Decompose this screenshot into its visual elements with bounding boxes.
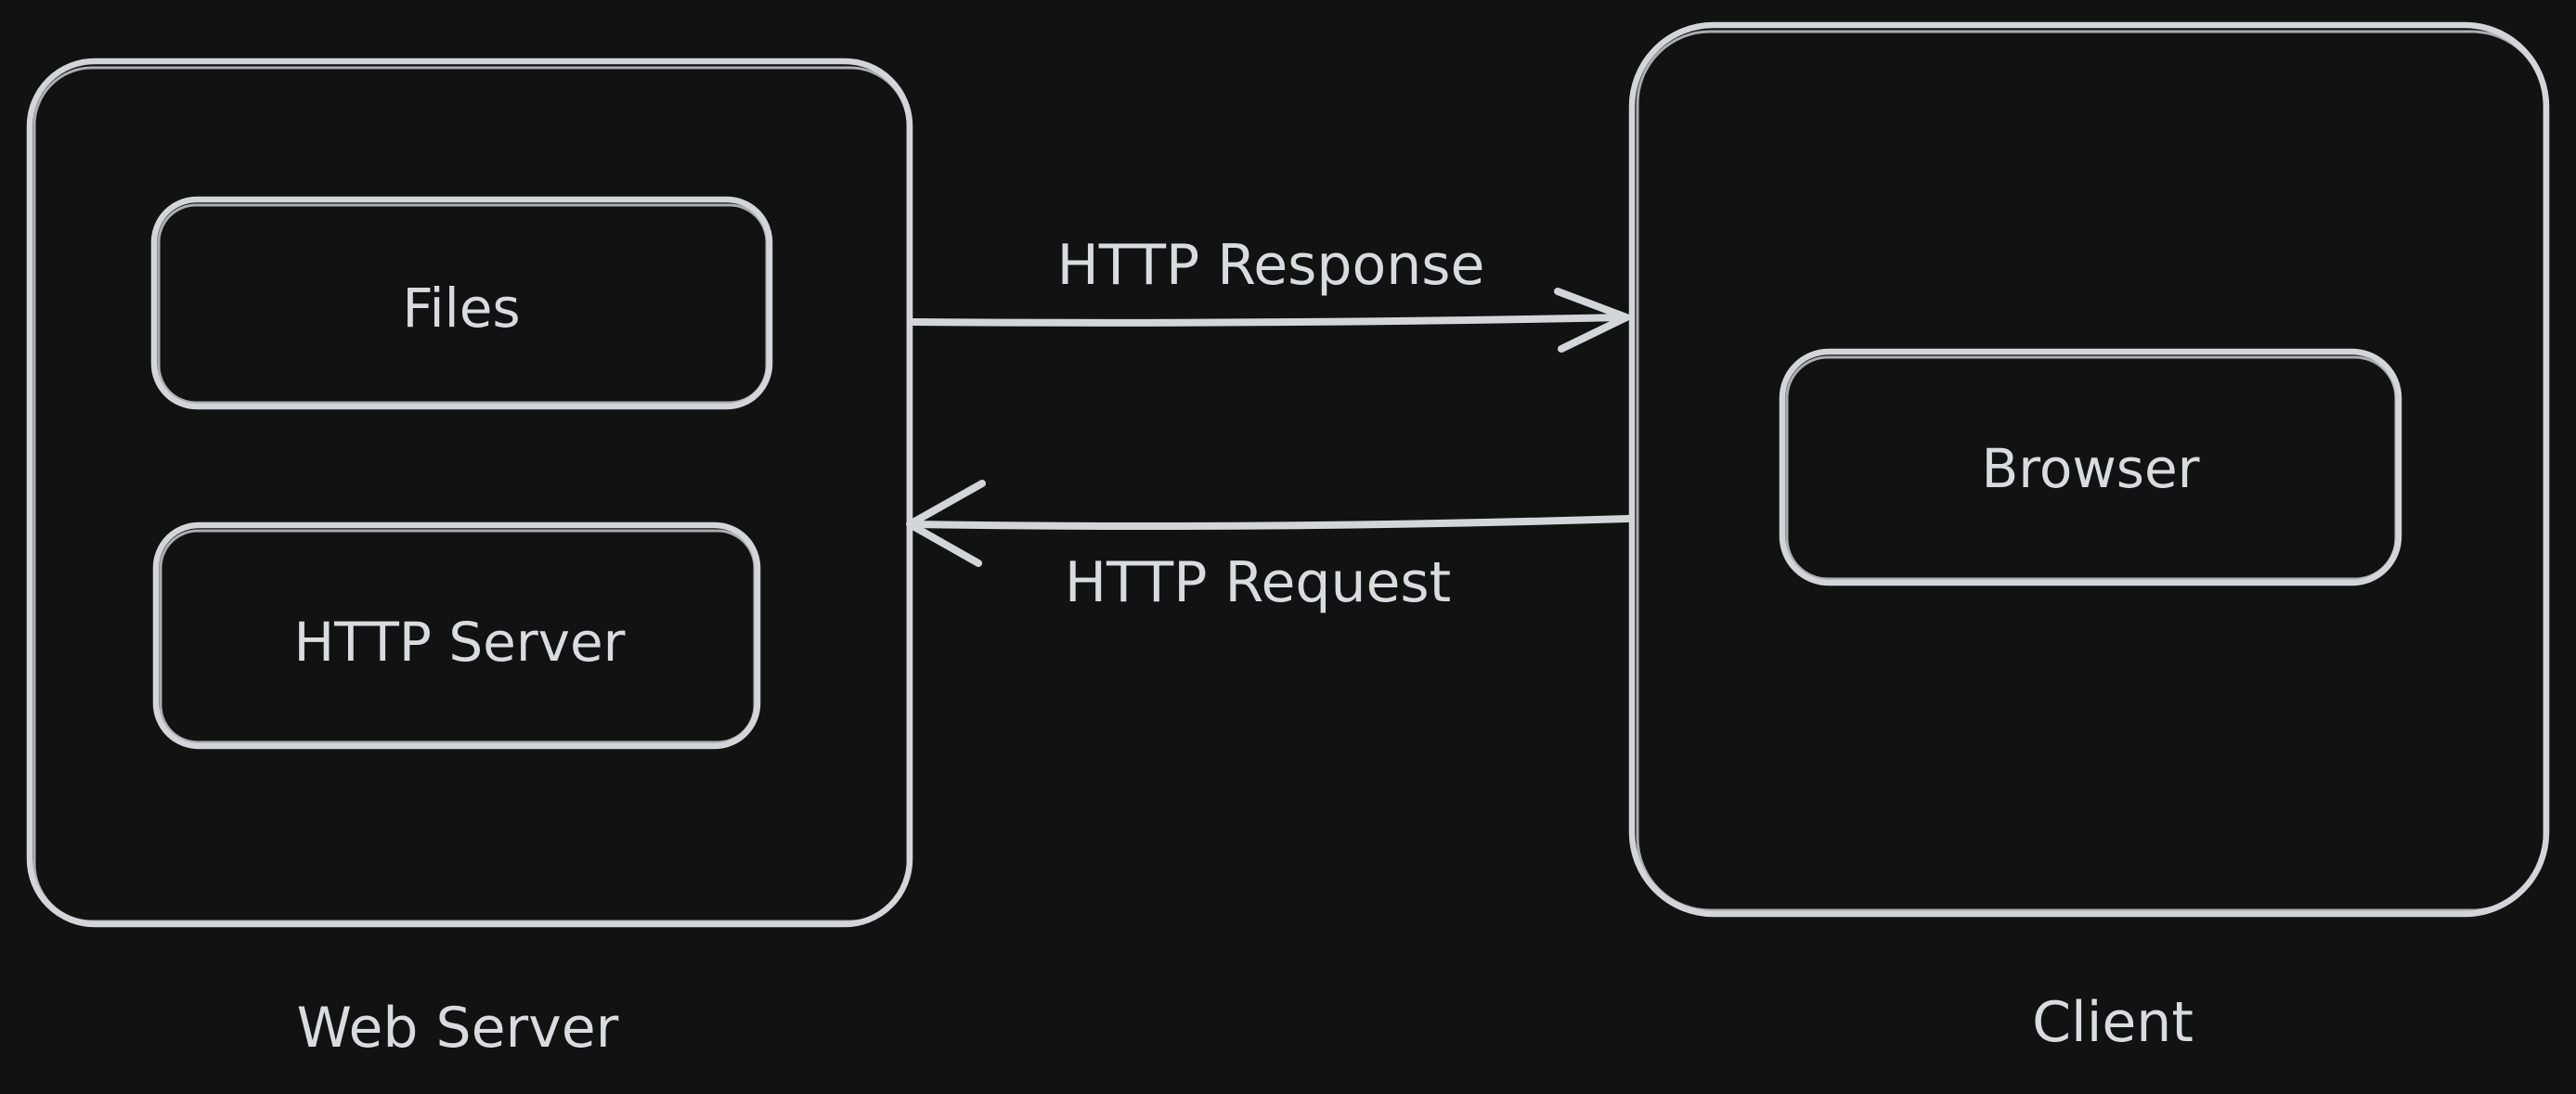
web-server-node: [26, 58, 913, 928]
files-box: [150, 196, 773, 410]
browser-box: [1779, 348, 2402, 586]
http-server-box: [152, 521, 761, 750]
browser-label: Browser: [1981, 437, 2199, 500]
browser-box-sketch: [1785, 355, 2398, 581]
files-node: Files: [150, 196, 773, 410]
web-server-caption: Web Server: [297, 996, 619, 1061]
files-label: Files: [402, 277, 520, 340]
client-box-sketch: [1636, 30, 2546, 912]
http-request-label: HTTP Request: [1065, 550, 1451, 615]
arrowhead-left-icon: [906, 480, 986, 567]
client-node: [1628, 21, 2550, 918]
arrowhead-right-icon: [1554, 288, 1630, 353]
http-server-node: HTTP Server: [152, 521, 761, 750]
http-response-arrow: HTTP Response: [910, 233, 1630, 353]
files-box-sketch: [157, 203, 769, 405]
web-server-box: [26, 58, 913, 928]
http-response-label: HTTP Response: [1057, 233, 1485, 298]
http-request-arrow: HTTP Request: [906, 480, 1632, 615]
web-server-box-sketch: [32, 66, 910, 923]
browser-node: Browser: [1779, 348, 2402, 586]
client-box: [1628, 21, 2550, 918]
http-server-label: HTTP Server: [293, 611, 625, 674]
http-request-arrow-shaft: [908, 515, 1632, 530]
http-server-box-sketch: [159, 529, 757, 744]
client-caption: Client: [2032, 990, 2194, 1055]
http-response-arrow-shaft: [910, 314, 1628, 327]
